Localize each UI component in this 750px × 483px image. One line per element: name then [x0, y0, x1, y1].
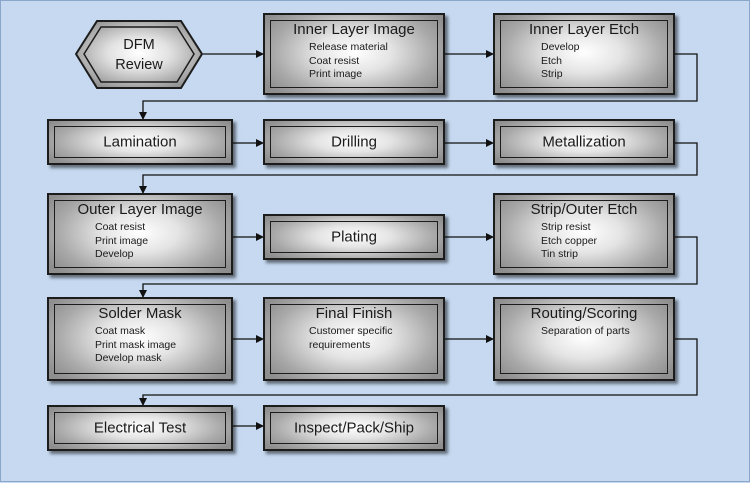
routing-scoring-title: Routing/Scoring	[530, 305, 638, 322]
lamination-box: Lamination	[47, 119, 233, 165]
final-finish-title: Final Finish	[315, 305, 393, 322]
list-item: Coat mask	[95, 325, 146, 337]
metallization-box: Metallization	[493, 119, 675, 165]
list-item: Print mask image	[95, 338, 177, 351]
octagon-shape	[75, 20, 203, 89]
routing-scoring-items: Separation of parts	[541, 325, 630, 339]
lamination-title: Lamination	[103, 133, 177, 151]
outer-layer-image-items: Coat resist Print image Develop	[95, 221, 148, 262]
drilling-box: Drilling	[263, 119, 445, 165]
electrical-test-box: Electrical Test	[47, 405, 233, 451]
final-finish-box: Final Finish Customer specific requireme…	[263, 297, 445, 381]
list-item: Develop	[541, 41, 580, 53]
plating-box: Plating	[263, 214, 445, 260]
list-item: Print image	[95, 234, 149, 247]
list-item: Coat resist	[309, 54, 360, 67]
list-item: Separation of parts	[541, 325, 630, 337]
solder-mask-box: Solder Mask Coat mask Print mask image D…	[47, 297, 233, 381]
dfm-review-line1: DFM	[123, 37, 155, 53]
list-item: requirements	[309, 338, 371, 351]
inner-layer-image-title: Inner Layer Image	[293, 21, 415, 38]
inspect-pack-ship-box: Inspect/Pack/Ship	[263, 405, 445, 451]
arrow-strip-to-solder-mask	[139, 236, 698, 298]
inner-layer-image-box: Inner Layer Image Release material Coat …	[263, 13, 445, 95]
list-item: Strip resist	[541, 221, 591, 233]
strip-outer-etch-box: Strip/Outer Etch Strip resist Etch coppe…	[493, 193, 675, 275]
strip-outer-etch-items: Strip resist Etch copper Tin strip	[541, 221, 597, 262]
metallization-title: Metallization	[542, 133, 626, 151]
strip-outer-etch-title: Strip/Outer Etch	[530, 201, 638, 218]
inner-layer-etch-title: Inner Layer Etch	[528, 21, 640, 38]
list-item: Strip	[541, 68, 563, 80]
inner-layer-image-items: Release material Coat resist Print image	[309, 41, 388, 82]
inner-layer-etch-items: Develop Etch Strip	[541, 41, 580, 82]
arrow-metallization-to-outer-image	[139, 142, 698, 194]
plating-title: Plating	[331, 228, 377, 246]
solder-mask-items: Coat mask Print mask image Develop mask	[95, 325, 176, 366]
dfm-review-label: DFM Review	[75, 35, 203, 75]
inspect-pack-ship-title: Inspect/Pack/Ship	[293, 419, 415, 437]
solder-mask-title: Solder Mask	[98, 305, 182, 322]
list-item: Develop	[95, 248, 134, 260]
outer-layer-image-box: Outer Layer Image Coat resist Print imag…	[47, 193, 233, 275]
dfm-review-line2: Review	[115, 57, 163, 73]
list-item: Etch	[541, 54, 563, 67]
list-item: Print image	[309, 68, 363, 80]
arrow-etch-to-lamination	[139, 53, 698, 120]
outer-layer-image-title: Outer Layer Image	[77, 201, 203, 218]
list-item: Etch copper	[541, 234, 598, 247]
list-item: Develop mask	[95, 352, 162, 364]
routing-scoring-box: Routing/Scoring Separation of parts	[493, 297, 675, 381]
dfm-review-node: DFM Review	[75, 20, 203, 89]
arrow-routing-to-electrical-test	[139, 338, 698, 406]
inner-layer-etch-box: Inner Layer Etch Develop Etch Strip	[493, 13, 675, 95]
electrical-test-title: Electrical Test	[93, 419, 187, 437]
list-item: Coat resist	[95, 221, 146, 233]
drilling-title: Drilling	[331, 133, 377, 151]
list-item: Tin strip	[541, 248, 578, 260]
list-item: Release material	[309, 41, 388, 53]
final-finish-items: Customer specific requirements	[309, 325, 392, 352]
list-item: Customer specific	[309, 325, 393, 337]
